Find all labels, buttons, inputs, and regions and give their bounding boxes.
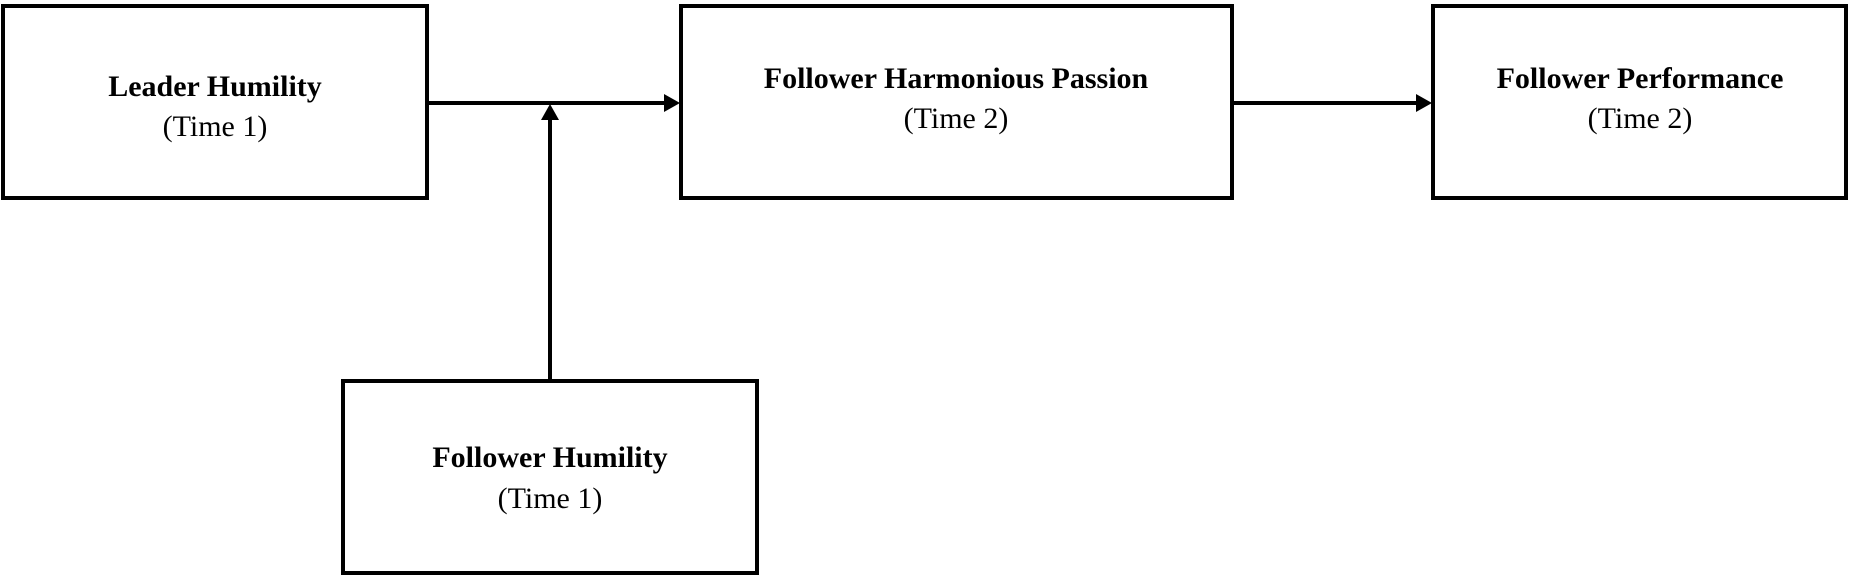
node-leader-humility-box: [1, 4, 429, 200]
arrowhead-moderation: [541, 104, 559, 120]
arrowhead-performance: [1416, 94, 1432, 112]
node-leader-humility-title: Leader Humility: [108, 70, 322, 103]
node-follower-performance-subtitle: (Time 2): [1588, 102, 1693, 135]
node-follower-performance: Follower Performance (Time 2): [1431, 4, 1848, 200]
node-follower-humility-subtitle: (Time 1): [498, 482, 603, 515]
node-follower-humility-title: Follower Humility: [432, 441, 667, 474]
node-follower-performance-title: Follower Performance: [1497, 62, 1784, 95]
node-follower-harmonious-passion-subtitle: (Time 2): [904, 102, 1009, 135]
node-follower-humility-box: [341, 379, 759, 575]
node-follower-performance-box: [1431, 4, 1848, 200]
node-follower-harmonious-passion-box: [679, 4, 1234, 200]
node-follower-harmonious-passion: Follower Harmonious Passion (Time 2): [679, 4, 1234, 200]
node-leader-humility-subtitle: (Time 1): [163, 110, 268, 143]
node-follower-harmonious-passion-title: Follower Harmonious Passion: [764, 62, 1149, 95]
node-leader-humility: Leader Humility (Time 1): [1, 4, 429, 200]
edges: [427, 94, 1432, 380]
node-follower-humility: Follower Humility (Time 1): [341, 379, 759, 575]
arrowhead-harmonious-passion: [664, 94, 680, 112]
